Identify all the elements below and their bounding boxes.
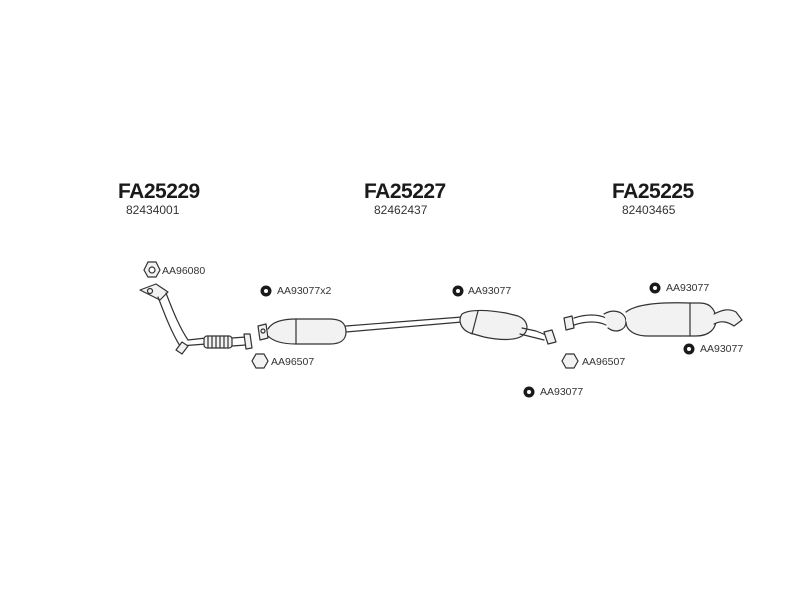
rubber-mount-icon — [452, 285, 464, 297]
part-label-aa96080: AA96080 — [162, 265, 206, 277]
part-label-aa93077-middle: AA93077 — [468, 285, 512, 297]
middle-silencer — [257, 309, 557, 345]
part-label-aa96507-front: AA96507 — [271, 356, 315, 368]
rear-silencer — [563, 302, 743, 337]
section-code-middle-silencer: FA25227 — [364, 180, 446, 203]
rubber-mount-icon — [683, 343, 695, 355]
part-label-aa96507-rear: AA96507 — [582, 356, 626, 368]
section-number-rear-silencer: 82403465 — [622, 203, 676, 217]
part-label-aa93077x2: AA93077x2 — [277, 285, 332, 297]
ring-gasket-icon — [561, 353, 579, 369]
flex-bellows — [203, 333, 253, 350]
rubber-mount-icon — [649, 282, 661, 294]
rubber-mount-icon — [260, 285, 272, 297]
section-number-middle-silencer: 82462437 — [374, 203, 428, 217]
part-label-aa93077-rear-bottom: AA93077 — [700, 343, 744, 355]
part-label-aa93077-rear-top: AA93077 — [666, 282, 710, 294]
ring-gasket-icon — [251, 353, 269, 369]
flange-gasket-icon — [143, 261, 161, 278]
section-code-front-pipe: FA25229 — [118, 180, 200, 203]
front-pipe — [139, 283, 207, 355]
section-code-rear-silencer: FA25225 — [612, 180, 694, 203]
section-number-front-pipe: 82434001 — [126, 203, 180, 217]
part-label-aa93077-lower: AA93077 — [540, 386, 584, 398]
rubber-mount-icon — [523, 386, 535, 398]
